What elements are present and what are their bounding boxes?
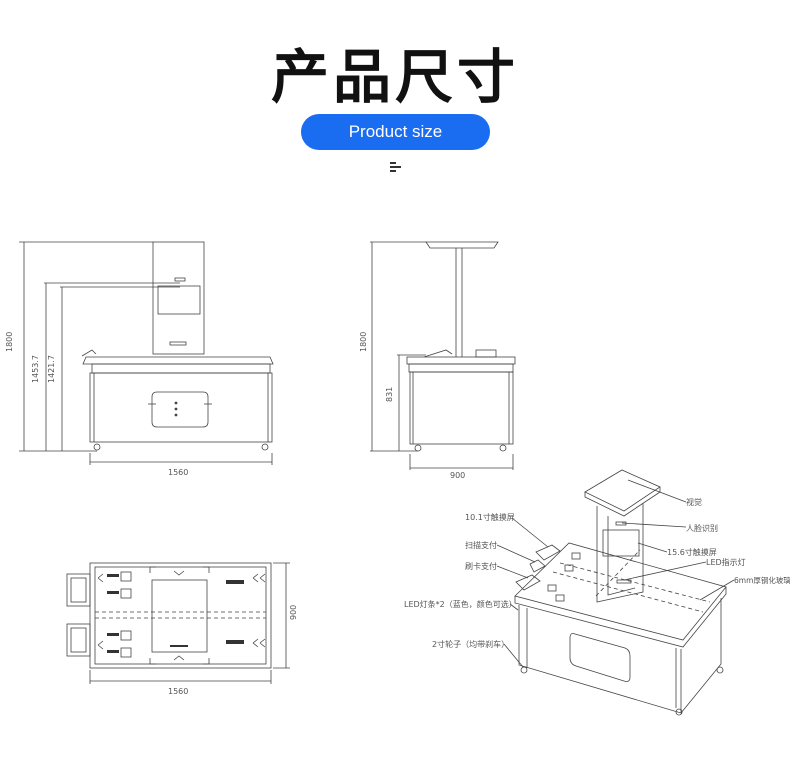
page-title: 产品尺寸 — [270, 43, 519, 111]
dash-icon — [390, 162, 401, 172]
front-view — [19, 241, 274, 465]
top-view — [66, 562, 290, 684]
product-size-badge: Product size — [301, 114, 490, 150]
front-dim-1421: 1421.7 — [47, 355, 56, 383]
iso-view — [496, 469, 735, 716]
top-dim-900: 900 — [289, 605, 298, 620]
label-touch-10: 10.1寸触摸屏 — [465, 512, 515, 522]
label-touch-15: 15.6寸触摸屏 — [667, 547, 717, 557]
side-dim-1800: 1800 — [359, 332, 368, 352]
label-card-holder: 刷卡支付 — [465, 561, 497, 571]
label-face-recognition: 人脸识别 — [686, 523, 718, 533]
label-casters: 2寸轮子（均带刹车） — [432, 639, 509, 649]
front-dim-1453: 1453.7 — [31, 355, 40, 383]
front-dim-1800: 1800 — [5, 332, 14, 352]
label-scanner-holder: 扫描支付 — [465, 540, 497, 550]
label-camera: 视觉 — [686, 497, 702, 507]
label-led-indicator: LED指示灯 — [706, 557, 746, 567]
top-dim-1560: 1560 — [168, 687, 188, 696]
front-dim-1560: 1560 — [168, 468, 188, 477]
side-dim-831: 831 — [385, 387, 394, 402]
side-view — [370, 241, 516, 470]
label-led-strip: LED灯条*2（蓝色，颜色可选） — [404, 599, 517, 609]
side-dim-900: 900 — [450, 471, 465, 480]
label-glass: 6mm厚钢化玻璃 — [734, 575, 790, 585]
